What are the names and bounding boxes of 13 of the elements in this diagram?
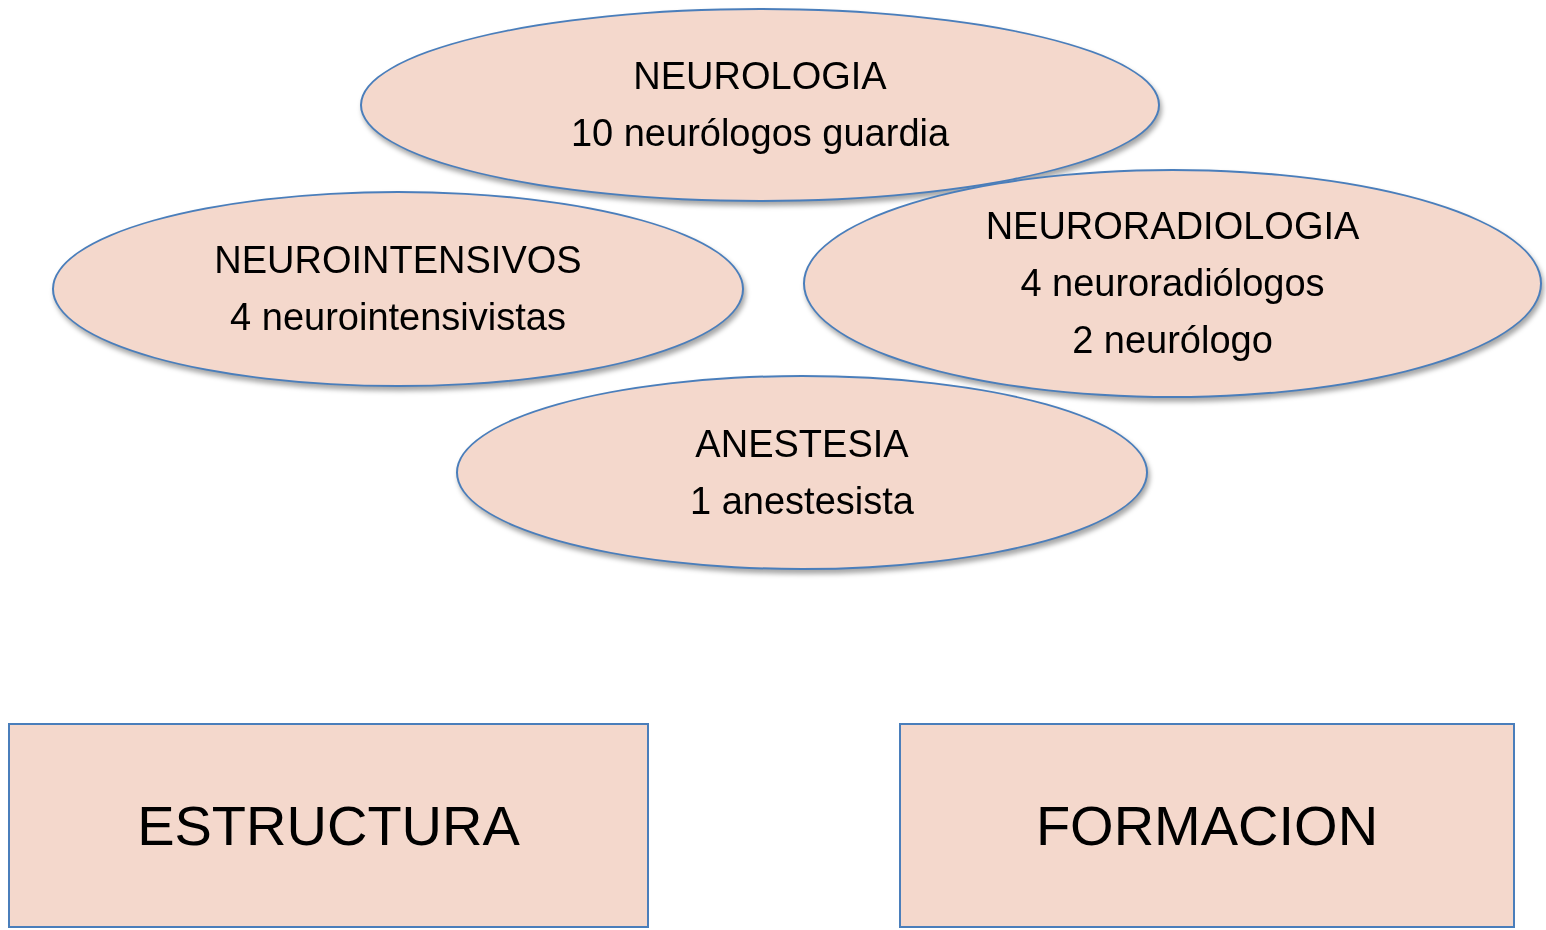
rectangle-node: [8, 723, 649, 928]
node-title: ESTRUCTURA: [137, 793, 520, 858]
node-text: 4 neuroradiólogos: [1020, 261, 1325, 306]
node-title: FORMACION: [1035, 793, 1379, 858]
node-title: NEUROINTENSIVOS: [214, 238, 582, 283]
node-text: 2 neurólogo: [1072, 318, 1273, 363]
node-text: 1 anestesista: [690, 478, 914, 524]
node-title: NEUROLOGIA: [633, 54, 887, 99]
node-text: 10 neurólogos guardia: [570, 111, 950, 156]
node-title: ANESTESIA: [695, 421, 909, 467]
node-text: 4 neurointensivistas: [230, 295, 566, 340]
node-title: NEURORADIOLOGIA: [985, 204, 1360, 249]
rectangle-node: [899, 723, 1515, 928]
